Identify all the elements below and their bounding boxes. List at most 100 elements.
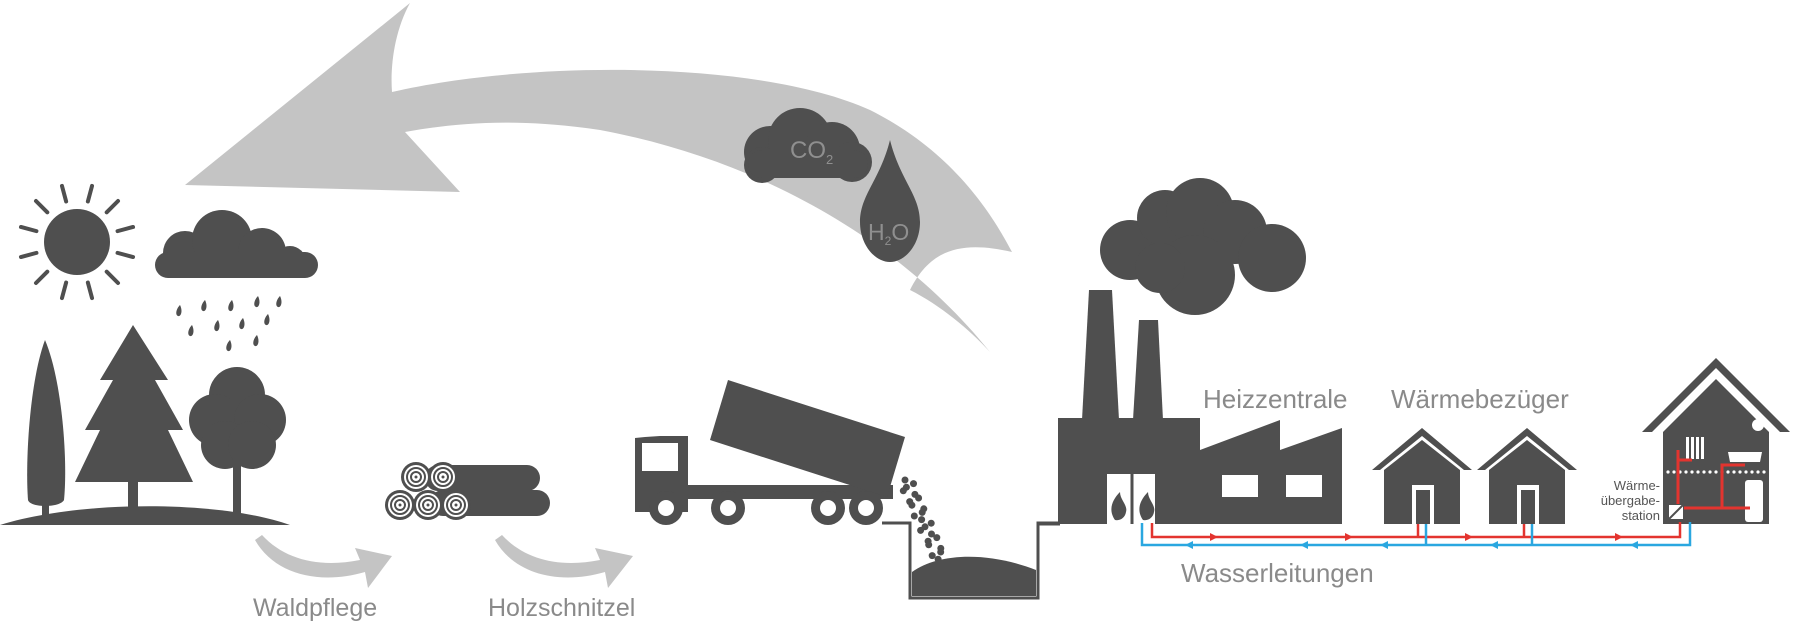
log-pile-icon bbox=[385, 462, 550, 520]
log-end bbox=[428, 462, 458, 492]
station-label-1: Wärme- bbox=[1614, 478, 1660, 493]
floor-dot bbox=[1726, 470, 1730, 474]
floor-dot bbox=[1666, 470, 1670, 474]
large-house-icon bbox=[1642, 358, 1790, 524]
raindrop bbox=[201, 300, 207, 312]
h2o-label: H2O bbox=[868, 219, 909, 248]
boiler-icon bbox=[1745, 480, 1763, 522]
wood-chip bbox=[928, 552, 936, 560]
chip-pile bbox=[912, 556, 1036, 596]
floor-dot bbox=[1756, 470, 1760, 474]
wood-chip bbox=[927, 519, 935, 527]
wood-chip bbox=[910, 512, 918, 520]
log-end bbox=[441, 490, 471, 520]
flow-arrow-cold bbox=[1490, 541, 1498, 549]
wood-chip bbox=[918, 516, 926, 524]
sun-ray bbox=[59, 280, 69, 301]
house-heating-pipes bbox=[1676, 450, 1750, 510]
forest-icon bbox=[0, 325, 290, 525]
flow-arrow-hot bbox=[1465, 533, 1473, 541]
sun-ray bbox=[18, 250, 39, 260]
sun-ray bbox=[85, 183, 95, 204]
sun-ray bbox=[33, 198, 50, 215]
waermebezueger-label: Wärmebezüger bbox=[1391, 384, 1569, 414]
floor-dot bbox=[1744, 470, 1748, 474]
flow-arrow-hot bbox=[1345, 533, 1353, 541]
holzschnitzel-label: Holzschnitzel bbox=[488, 594, 635, 621]
floor-dot bbox=[1762, 470, 1766, 474]
wasserleitungen-label: Wasserleitungen bbox=[1181, 558, 1374, 588]
floor-dot bbox=[1714, 470, 1718, 474]
waldpflege-label: Waldpflege bbox=[253, 594, 377, 621]
co2-cloud: CO2 bbox=[744, 108, 872, 183]
pipe-flow-arrows bbox=[1185, 533, 1638, 549]
raindrop bbox=[276, 296, 282, 308]
wood-chip bbox=[933, 534, 941, 542]
flow-arrow-cold bbox=[1300, 541, 1308, 549]
sun-ray bbox=[104, 198, 121, 215]
raindrop bbox=[254, 296, 260, 308]
flame-icon bbox=[1111, 492, 1155, 521]
raindrop bbox=[214, 320, 220, 332]
wood-chip bbox=[917, 526, 925, 534]
dump-truck-icon bbox=[635, 380, 953, 574]
floor-dot bbox=[1690, 470, 1694, 474]
flow-arrow-hot bbox=[1210, 533, 1218, 541]
floor-dot bbox=[1750, 470, 1754, 474]
consumer-house-1 bbox=[1372, 428, 1472, 524]
raindrop bbox=[228, 300, 234, 312]
flow-arrow-cold bbox=[1380, 541, 1388, 549]
sun-ray bbox=[33, 269, 50, 286]
sun-ray bbox=[115, 224, 136, 234]
sun-ray bbox=[115, 250, 136, 260]
radiator-icon bbox=[1686, 437, 1704, 459]
consumer-house-2 bbox=[1477, 428, 1577, 524]
heizzentrale-label: Heizzentrale bbox=[1203, 384, 1348, 414]
floor-dot bbox=[1684, 470, 1688, 474]
floor-dot bbox=[1708, 470, 1712, 474]
floor-dot bbox=[1738, 470, 1742, 474]
sun-ray bbox=[85, 280, 95, 301]
station-label-3: station bbox=[1622, 508, 1660, 523]
raindrop bbox=[239, 318, 245, 330]
h2o-drop: H2O bbox=[860, 140, 920, 262]
log-end bbox=[385, 490, 415, 520]
holzschnitzel-arrow bbox=[495, 535, 633, 588]
wood-chip bbox=[928, 530, 935, 538]
sun-icon bbox=[18, 183, 136, 301]
station-label-2: übergabe- bbox=[1601, 493, 1660, 508]
floor-dot bbox=[1732, 470, 1736, 474]
bathtub-icon bbox=[1728, 452, 1762, 462]
flow-arrow-hot bbox=[1615, 533, 1623, 541]
wood-chip bbox=[915, 494, 923, 502]
wood-chip bbox=[908, 501, 916, 509]
log-end bbox=[401, 462, 431, 492]
raindrop bbox=[176, 305, 182, 317]
floor-dot bbox=[1696, 470, 1700, 474]
wood-chip bbox=[901, 476, 909, 484]
wood-chip bbox=[925, 541, 933, 549]
log-end bbox=[413, 490, 443, 520]
floor-dot bbox=[1672, 470, 1676, 474]
sun-ray bbox=[59, 183, 69, 204]
flow-arrow-cold bbox=[1630, 541, 1638, 549]
wood-chip bbox=[910, 480, 917, 488]
raindrop bbox=[226, 340, 232, 352]
raindrop bbox=[188, 325, 194, 337]
co2-label: CO2 bbox=[790, 137, 833, 167]
shower-icon bbox=[1752, 419, 1764, 431]
cycle-return-arrow bbox=[185, 3, 1012, 352]
wood-chip bbox=[937, 548, 945, 556]
rain-cloud-icon bbox=[155, 210, 318, 352]
waldpflege-arrow bbox=[255, 535, 392, 588]
raindrop bbox=[264, 314, 270, 326]
floor-dot bbox=[1702, 470, 1706, 474]
sun-ray bbox=[104, 269, 121, 286]
flow-arrow-cold bbox=[1185, 541, 1193, 549]
wood-chip bbox=[899, 487, 907, 495]
sun-ray bbox=[18, 224, 39, 234]
raindrop bbox=[253, 335, 259, 347]
heating-plant-icon bbox=[1058, 178, 1342, 524]
water-pipe-network bbox=[1140, 522, 1692, 547]
